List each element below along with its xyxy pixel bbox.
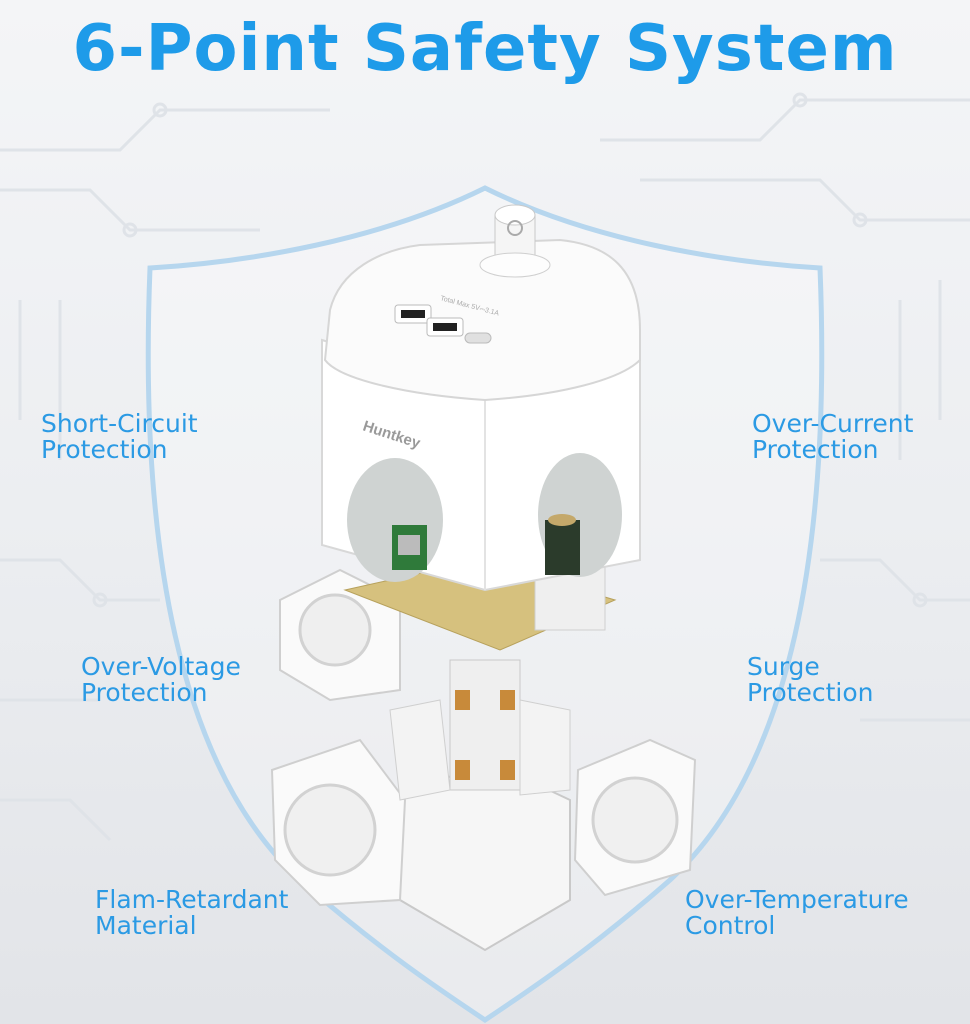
- feature-surge: Surge Protection: [747, 654, 873, 706]
- feature-over-voltage: Over-Voltage Protection: [81, 654, 241, 706]
- middle-socket-assembly: [279, 559, 617, 702]
- feature-line1: Over-Temperature: [685, 885, 909, 914]
- bottom-socket-assembly: [270, 659, 697, 952]
- power-icon: [507, 220, 523, 236]
- feature-line2: Material: [95, 911, 197, 940]
- feature-over-current: Over-Current Protection: [752, 411, 913, 463]
- cube-housing: [321, 204, 641, 592]
- feature-line2: Protection: [81, 678, 208, 707]
- feature-over-temperature: Over-Temperature Control: [685, 887, 909, 939]
- feature-line2: Protection: [752, 435, 879, 464]
- feature-short-circuit: Short-Circuit Protection: [41, 411, 198, 463]
- feature-line2: Protection: [747, 678, 874, 707]
- feature-line1: Flam-Retardant: [95, 885, 289, 914]
- feature-flame-retardant: Flam-Retardant Material: [95, 887, 288, 939]
- feature-line1: Short-Circuit: [41, 409, 198, 438]
- feature-line1: Over-Current: [752, 409, 914, 438]
- page-title: 6-Point Safety System: [72, 12, 898, 86]
- feature-line2: Control: [685, 911, 776, 940]
- feature-line1: Over-Voltage: [81, 652, 241, 681]
- feature-line1: Surge: [747, 652, 820, 681]
- feature-line2: Protection: [41, 435, 168, 464]
